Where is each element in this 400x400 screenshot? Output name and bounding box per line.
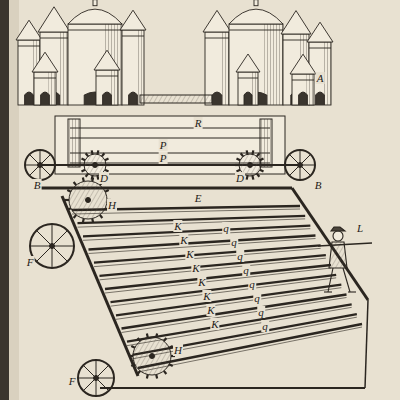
part-letter: B <box>33 179 42 191</box>
part-letter-small: q <box>242 264 250 276</box>
text-column <box>9 0 19 400</box>
part-letter: A <box>316 72 325 84</box>
part-letter: E <box>194 192 203 204</box>
part-letter: K <box>179 234 188 246</box>
wheels <box>25 150 315 396</box>
part-letter-small: q <box>261 320 269 332</box>
part-letter: F <box>68 375 77 387</box>
part-letter: H <box>173 344 183 356</box>
part-letter-small: q <box>230 236 238 248</box>
bridge <box>140 95 212 103</box>
soldier <box>318 227 372 292</box>
part-letter: P <box>159 152 168 164</box>
part-letter: L <box>356 222 364 234</box>
part-letter-small: q <box>257 306 265 318</box>
part-letter: B <box>314 179 323 191</box>
part-letter: K <box>185 248 194 260</box>
part-letter-small: q <box>248 278 256 290</box>
part-letter-small: q <box>253 292 261 304</box>
part-letter: D <box>235 172 245 184</box>
part-letter: K <box>206 304 215 316</box>
part-letter: P <box>159 139 168 151</box>
part-letter: K <box>197 276 206 288</box>
part-letter: D <box>99 172 109 184</box>
book-edge <box>0 0 9 400</box>
part-letter: K <box>210 318 219 330</box>
part-letter: K <box>202 290 211 302</box>
part-letter-small: q <box>236 250 244 262</box>
part-letter: K <box>191 262 200 274</box>
part-letter: H <box>107 199 117 211</box>
part-letter: R <box>194 117 203 129</box>
part-letter: F <box>26 256 35 268</box>
part-letter: K <box>173 220 182 232</box>
castles <box>16 0 333 105</box>
part-letter-small: q <box>222 222 230 234</box>
